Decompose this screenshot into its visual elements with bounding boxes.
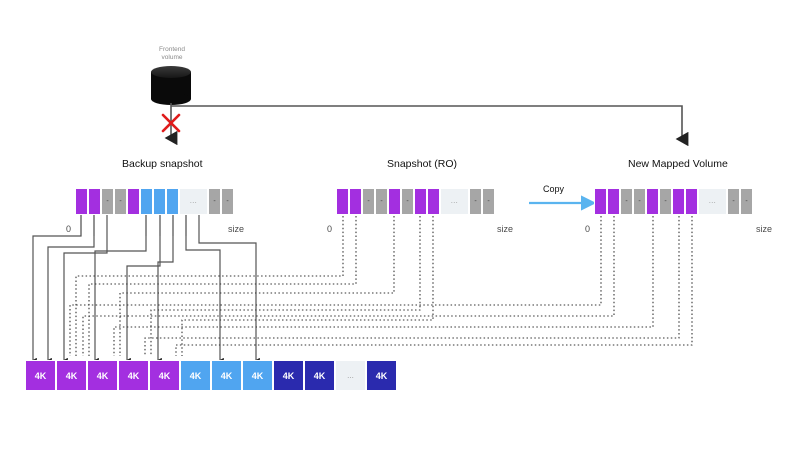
new-mapped-volume-cell-9[interactable]: - [727,188,740,215]
snapshot-ro-cell-3[interactable]: - [375,188,388,215]
new-mapped-volume-cell-7[interactable] [685,188,698,215]
backup-snapshot-cell-5[interactable] [140,188,153,215]
snapshot-ro-cell-7[interactable] [427,188,440,215]
new-mapped-volume-cell-0[interactable] [594,188,607,215]
backing-store-block-0[interactable]: 4K [25,360,56,391]
backup-snapshot-cell-6[interactable] [153,188,166,215]
snapshot-ro-cell-9[interactable]: - [469,188,482,215]
snapshot-ro-cell-4[interactable] [388,188,401,215]
new-mapped-volume-mapping-lines [69,216,693,356]
snapshot-ro-cell-8[interactable]: ... [440,188,469,215]
new-mapped-volume-cell-3[interactable]: - [633,188,646,215]
backing-store-block-10[interactable]: ... [335,360,366,391]
frontend-volume-label-line2: volume [161,54,183,61]
new-mapped-volume-row[interactable]: ---...-- [594,188,753,215]
backing-store-block-11[interactable]: 4K [366,360,397,391]
new-mapped-volume-title: New Mapped Volume [628,158,728,170]
new-mapped-volume-cell-8[interactable]: ... [698,188,727,215]
snapshot-ro-cell-0[interactable] [336,188,349,215]
snapshot-ro-row[interactable]: ---...-- [336,188,495,215]
new-mapped-volume-start-label: 0 [585,224,591,234]
backup-snapshot-cell-7[interactable] [166,188,179,215]
backup-snapshot-cell-4[interactable] [127,188,140,215]
new-mapped-volume-cell-2[interactable]: - [620,188,633,215]
new-mapped-volume-cell-10[interactable]: - [740,188,753,215]
new-mapped-volume-cell-1[interactable] [607,188,620,215]
new-mapped-volume-cell-5[interactable]: - [659,188,672,215]
backup-snapshot-cell-3[interactable]: - [114,188,127,215]
snapshot-ro-end-label: size [497,224,514,234]
backup-snapshot-start-label: 0 [66,224,72,234]
snapshot-ro-cell-6[interactable] [414,188,427,215]
backing-store-block-5[interactable]: 4K [180,360,211,391]
new-mapped-volume-cell-4[interactable] [646,188,659,215]
snapshot-ro-mapping-lines [75,216,434,356]
backup-snapshot-cell-0[interactable] [75,188,88,215]
backing-store-block-3[interactable]: 4K [118,360,149,391]
new-mapped-volume-end-label: size [756,224,773,234]
new-mapped-volume-cell-6[interactable] [672,188,685,215]
copy-label: Copy [543,184,565,194]
backing-store-block-8[interactable]: 4K [273,360,304,391]
backup-snapshot-tick-stems [80,215,187,236]
snapshot-ro-cell-10[interactable]: - [482,188,495,215]
backup-snapshot-cell-1[interactable] [88,188,101,215]
frontend-volume-label-line1: Frontend [158,46,186,53]
backup-snapshot-title: Backup snapshot [122,158,203,170]
backup-snapshot-end-label: size [228,224,245,234]
backup-snapshot-row[interactable]: --...-- [75,188,234,215]
backup-snapshot-cell-2[interactable]: - [101,188,114,215]
frontend-volume-cylinder [151,66,191,105]
backing-store-block-6[interactable]: 4K [211,360,242,391]
backing-store-block-2[interactable]: 4K [87,360,118,391]
backup-snapshot-mapping-lines [29,215,260,367]
snapshot-ro-cell-2[interactable]: - [362,188,375,215]
backup-snapshot-cell-9[interactable]: - [208,188,221,215]
backup-snapshot-cell-10[interactable]: - [221,188,234,215]
frontend-volume-label: Frontend volume [142,46,202,62]
backing-store-block-1[interactable]: 4K [56,360,87,391]
snapshot-ro-title: Snapshot (RO) [387,158,458,170]
backup-snapshot-cell-8[interactable]: ... [179,188,208,215]
snapshot-ro-cell-1[interactable] [349,188,362,215]
frontend-to-new-volume-arrow [171,105,689,147]
backing-store-block-9[interactable]: 4K [304,360,335,391]
snapshot-ro-cell-5[interactable]: - [401,188,414,215]
x-mark-icon [161,113,181,133]
backing-store-block-4[interactable]: 4K [149,360,180,391]
backing-store-block-7[interactable]: 4K [242,360,273,391]
snapshot-ro-start-label: 0 [327,224,333,234]
